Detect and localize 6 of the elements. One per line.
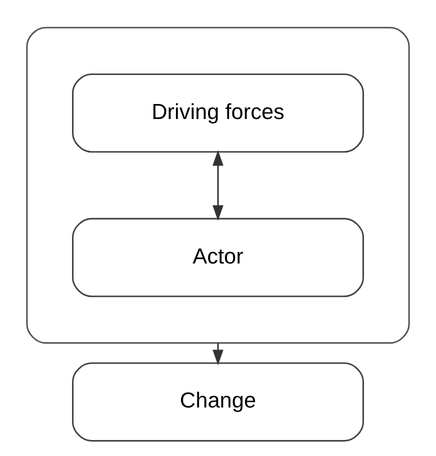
node-box: Driving forces [72,73,364,153]
arrow [212,342,224,366]
node-box: Change [72,362,364,442]
arrow [212,150,224,221]
cluster [26,26,410,344]
node-box: Actor [72,218,364,298]
